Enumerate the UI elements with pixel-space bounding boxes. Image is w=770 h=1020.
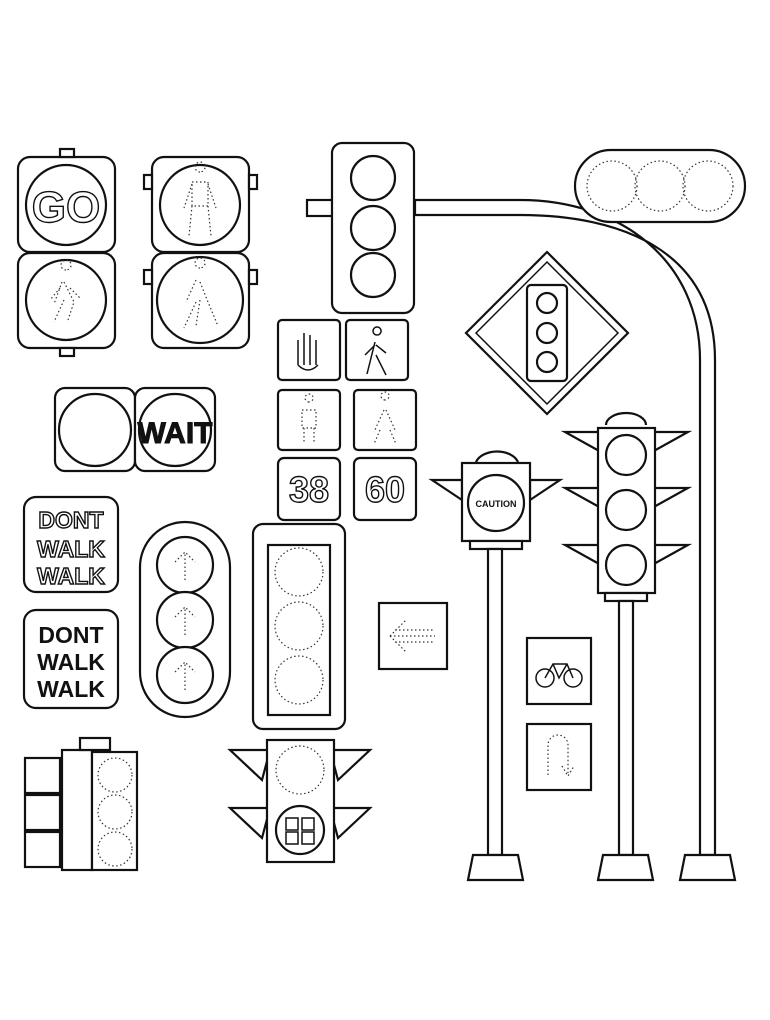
walk-label: WALK (37, 649, 105, 675)
led-traffic-light (251, 522, 347, 731)
go-label: GO (32, 183, 100, 232)
go-pedestrian-signal: GO (16, 147, 117, 358)
countdown-right: 60 (365, 469, 405, 510)
wait-label: WAIT (138, 417, 213, 450)
walk-label: WALK (37, 676, 105, 702)
arrow-signal (138, 520, 232, 719)
walk-label: WALK (37, 563, 105, 589)
u-turn-sign (525, 722, 593, 792)
pole-traffic-light (560, 411, 693, 882)
wait-signal: WAIT (53, 386, 217, 473)
caution-label: CAUTION (476, 499, 517, 509)
dont-walk-bold-sign: DONT WALK WALK (22, 608, 120, 710)
main-traffic-light-pole (305, 141, 737, 882)
dont-label: DONT (38, 622, 103, 648)
bike-sign (525, 636, 593, 706)
dont-label: DONT (38, 507, 103, 533)
two-section-light (227, 738, 373, 864)
hand-walk-grid: 38 60 (276, 318, 418, 522)
left-arrow-sign (377, 601, 449, 671)
countdown-left: 38 (289, 469, 329, 510)
horizontal-traffic-light (573, 148, 747, 224)
walk-label: WALK (37, 536, 105, 562)
pedestrian-signal (142, 155, 259, 350)
dont-walk-outline-sign: DONT WALK WALK (22, 495, 120, 594)
caution-signal-pole: CAUTION (428, 450, 564, 882)
signal-ahead-sign (464, 250, 630, 416)
side-mounted-signal (23, 736, 139, 872)
